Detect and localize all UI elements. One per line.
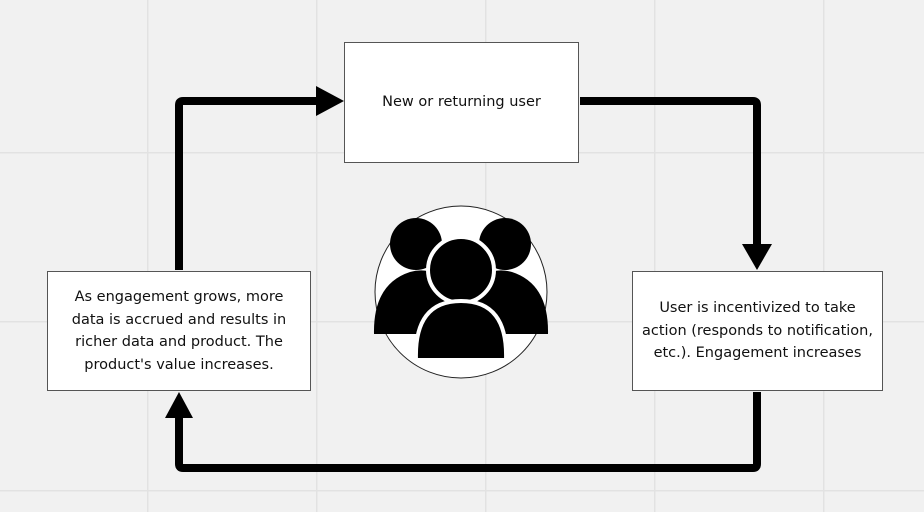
arrowhead-top [316,86,344,116]
arrowhead-right [742,244,772,270]
node-label: As engagement grows, more data is accrue… [71,289,287,373]
node-new-or-returning-user: New or returning user [344,42,579,163]
node-label: New or returning user [382,94,541,111]
node-label: User is incentivized to take action (res… [642,300,873,362]
arrowhead-left [165,392,193,418]
edge-right-to-left [165,392,761,472]
node-user-incentivized: User is incentivized to take action (res… [632,271,883,391]
users-group-icon [373,205,549,379]
node-engagement-grows: As engagement grows, more data is accrue… [47,271,311,391]
edge-top-to-right [580,97,772,270]
edge-left-to-top [175,86,344,270]
